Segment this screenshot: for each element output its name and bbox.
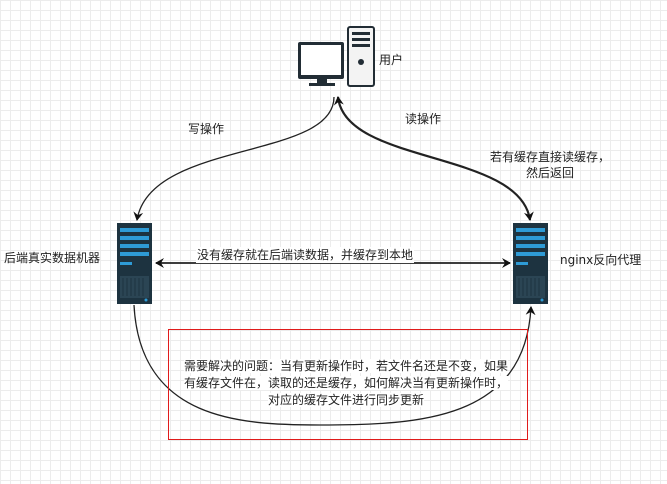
edge-label-cache-hit-line2: 然后返回 — [525, 166, 574, 180]
edge-label-read: 读操作 — [405, 112, 442, 126]
node-label-user: 用户 — [379, 53, 404, 67]
desktop-computer-icon — [298, 26, 375, 87]
backend-server-icon — [117, 223, 152, 304]
edge-read — [333, 96, 534, 221]
problem-box — [168, 329, 528, 440]
edge-label-write: 写操作 — [188, 122, 225, 136]
nginx-server-icon — [513, 223, 548, 304]
edge-label-no-cache: 没有缓存就在后端读数据，并缓存到本地 — [196, 247, 415, 263]
edge-write — [133, 96, 335, 221]
problem-text: 需要解决的问题：当有更新操作时，若文件名还是不变，如果有缓存文件在，读取的还是缓… — [181, 358, 511, 409]
problem-text-content: 需要解决的问题：当有更新操作时，若文件名还是不变，如果有缓存文件在，读取的还是缓… — [183, 359, 508, 407]
node-label-backend: 后端真实数据机器 — [4, 251, 101, 265]
edge-label-cache-hit-line1: 若有缓存直接读缓存， — [489, 150, 610, 164]
node-label-nginx: nginx反向代理 — [560, 253, 642, 267]
